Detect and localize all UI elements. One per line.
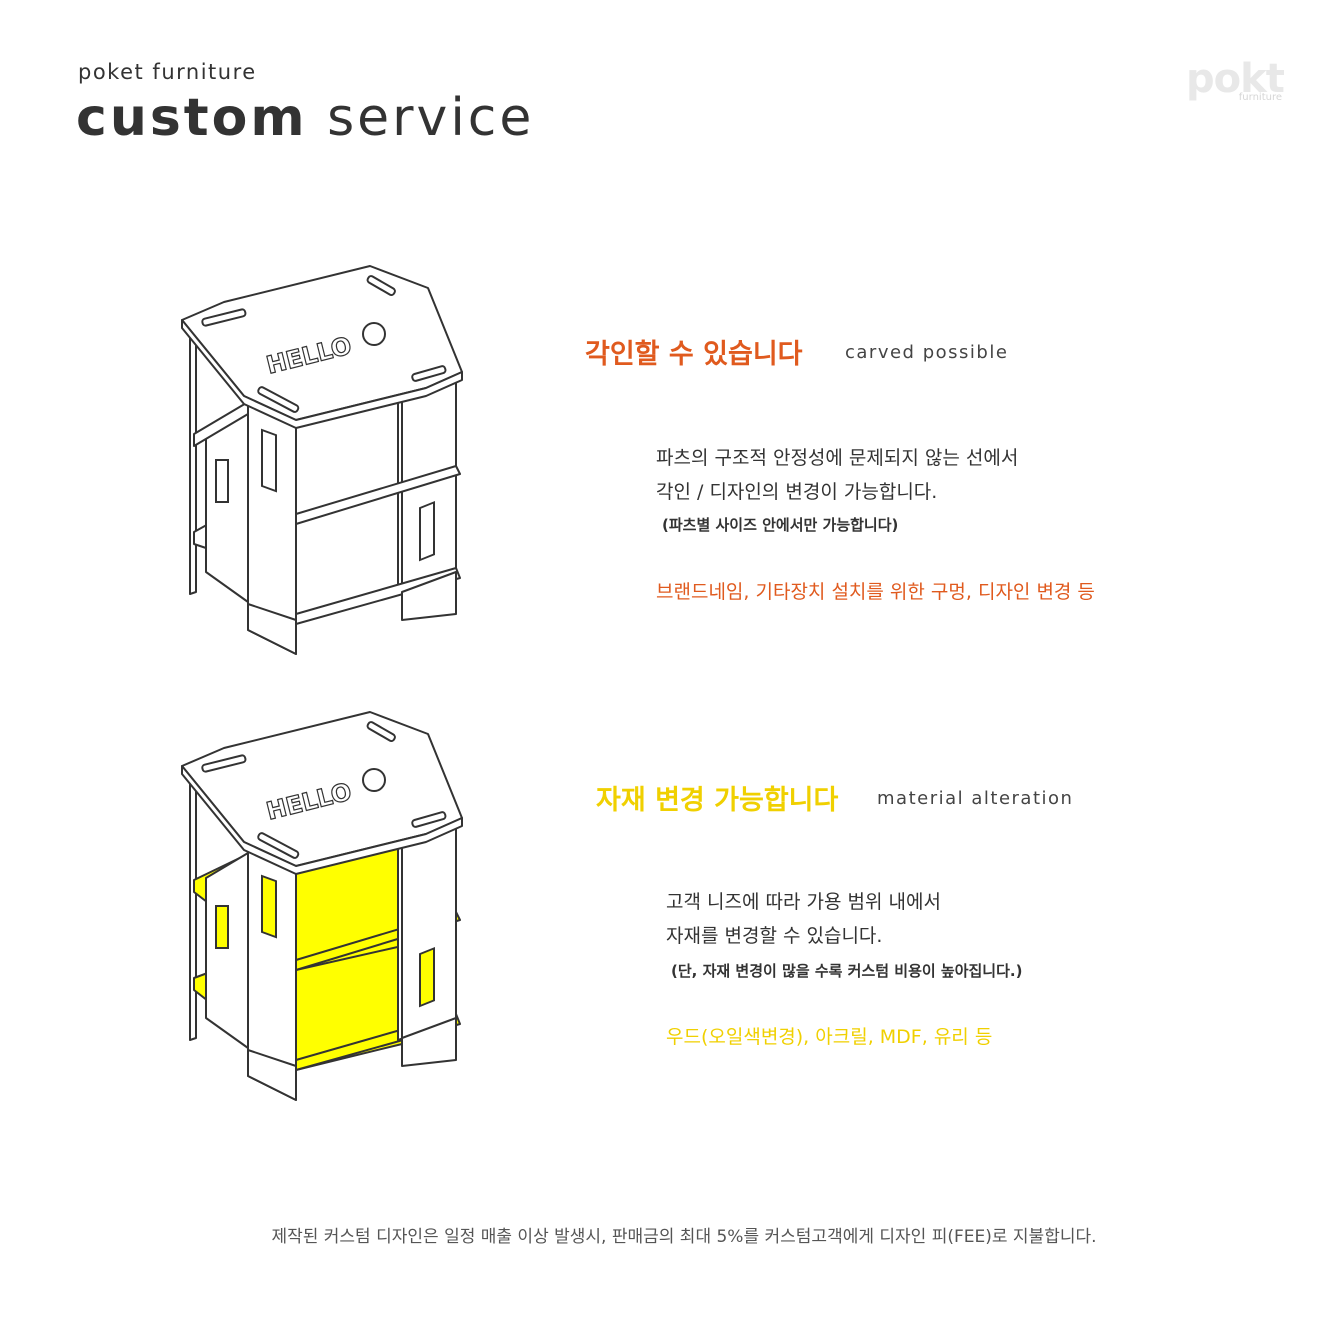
shelf-illustration-material: HELLO: [181, 711, 463, 1101]
pokt-logo: pokt furniture: [1186, 56, 1286, 106]
shelf-illustration-carved: HELLO: [181, 265, 463, 655]
page-title-light: service: [327, 88, 535, 148]
logo-small: furniture: [1238, 92, 1282, 103]
carved-accent: 브랜드네임, 기타장치 설치를 위한 구멍, 디자인 변경 등: [656, 581, 1095, 603]
material-heading-en: material alteration: [877, 788, 1074, 809]
material-accent: 우드(오일색변경), 아크릴, MDF, 유리 등: [666, 1026, 993, 1048]
brand-subtitle: poket furniture: [78, 60, 257, 84]
logo-word: pokt: [1186, 56, 1285, 102]
carved-line-2: 각인 / 디자인의 변경이 가능합니다.: [656, 481, 938, 503]
material-heading: 자재 변경 가능합니다: [596, 785, 839, 816]
page-title-bold: custom: [76, 88, 308, 148]
material-line-1: 고객 니즈에 따라 가용 범위 내에서: [666, 891, 941, 913]
material-line-2: 자재를 변경할 수 있습니다.: [666, 925, 883, 947]
carved-heading: 각인할 수 있습니다: [585, 339, 803, 370]
page-title: custom service: [76, 88, 534, 148]
carved-description: 파츠의 구조적 안정성에 문제되지 않는 선에서 각인 / 디자인의 변경이 가…: [656, 441, 1018, 509]
footer-notice: 제작된 커스텀 디자인은 일정 매출 이상 발생시, 판매금의 최대 5%를 커…: [271, 1227, 1097, 1247]
carved-heading-en: carved possible: [845, 342, 1009, 363]
carved-note: (파츠별 사이즈 안에서만 가능합니다): [662, 516, 899, 534]
material-description: 고객 니즈에 따라 가용 범위 내에서 자재를 변경할 수 있습니다.: [666, 885, 941, 953]
carved-line-1: 파츠의 구조적 안정성에 문제되지 않는 선에서: [656, 447, 1019, 469]
material-note: (단, 자재 변경이 많을 수록 커스텀 비용이 높아집니다.): [671, 962, 1023, 980]
